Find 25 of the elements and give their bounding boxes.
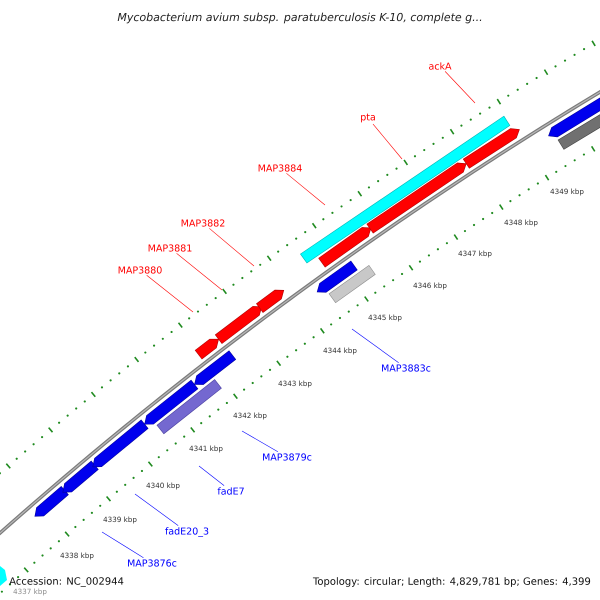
gene-label: MAP3879c [263,453,312,461]
gene-label: MAP3881 [148,244,192,252]
title: Mycobacterium avium subsp. paratuberculosis K-10, complete g... [118,12,482,24]
gene-label: fadE7 [218,487,244,495]
gene-label: MAP3880 [118,266,162,274]
info-text: Topology: circular; Length: 4,829,781 bp; Genes: 4,399 [312,577,590,587]
leader-line [176,253,222,290]
leader-line [286,173,326,206]
leader-line [198,466,224,486]
info-text: Accession: NC_002944 [9,577,124,587]
gene-label: pta [361,114,375,122]
leader-line [102,532,144,558]
gene-label: MAP3883c [382,364,430,372]
leader-line [242,430,278,452]
leader-line [134,494,179,526]
gene-label: MAP3876c [128,559,176,567]
gene-label: MAP3882 [182,219,224,227]
leader-line [372,124,402,160]
gene-label: fadE20_3 [165,527,208,537]
leader-line [352,328,399,364]
leader-line [146,275,194,312]
leader-line [208,228,254,266]
leader-line [444,71,476,104]
gene-label: MAP3884 [258,164,302,172]
gene-label: ackA [429,62,452,70]
